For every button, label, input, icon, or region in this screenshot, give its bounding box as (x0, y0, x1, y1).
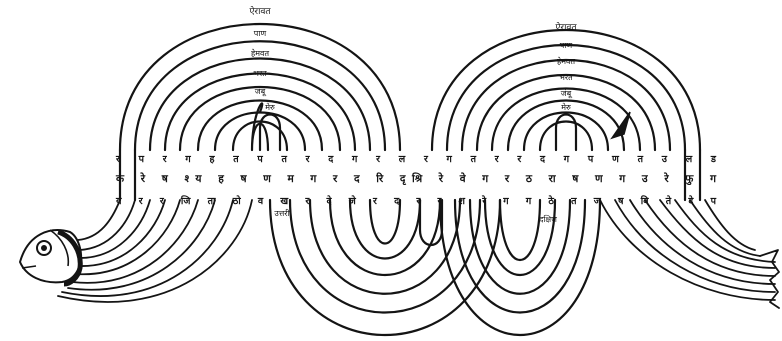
fish-head-icon (20, 230, 81, 284)
left-arch-label-3: हेमवत (251, 48, 269, 58)
left-arch-inner (260, 115, 280, 151)
right-arch-inner (556, 115, 576, 151)
tail-strand-6 (675, 200, 775, 262)
side-label-left: उत्तरी (274, 208, 290, 218)
valley-band-5 (350, 200, 420, 259)
valley-band-2 (290, 200, 480, 313)
neck-strand-8 (62, 200, 233, 296)
tail-strand-3 (630, 200, 775, 284)
letter-row-top: र प र ग ह त प त र द ग र ल र ग त र र द ग … (115, 154, 717, 165)
neck-strand-2 (80, 200, 135, 250)
arrow-marker-icon (612, 112, 630, 138)
right-arch-label-6: मेरु (561, 102, 571, 112)
right-arch-label-4: भरत (559, 73, 573, 82)
letter-rows: र प र ग ह त प त र द ग र ल र ग त र र द ग … (115, 154, 717, 207)
right-arch-band-7 (524, 113, 608, 151)
left-arch-label-1: ऐरावत (249, 5, 271, 17)
letter-row-bottom: य र र जि ता ठो व ख र दे जे र द र र श रे … (115, 195, 717, 207)
valley-band-3 (310, 200, 460, 294)
valley-band-4 (330, 200, 440, 275)
neck-strand-4 (78, 200, 165, 266)
left-arch-label-4: भरत (253, 69, 267, 78)
right-arch-label-1: ऐरावत (555, 21, 577, 33)
right-arch-label-2: पाण (560, 41, 573, 50)
right-arch-label-3: हेमवत (557, 56, 575, 66)
right-arch-labels: ऐरावत पाण हेमवत भरत जंबू मेरु (555, 21, 577, 112)
right-arch-band-8 (540, 122, 592, 151)
left-arch-label-6: मेरु (265, 102, 275, 112)
left-arch-label-2: पाण (254, 29, 267, 38)
neck-strands (58, 200, 252, 302)
valley-band-r5 (500, 200, 540, 260)
left-arch-label-5: जंबू (255, 87, 268, 97)
eye-pupil (41, 245, 47, 251)
side-label-right: दक्षिण (539, 214, 557, 224)
neck-strand-6 (72, 200, 198, 283)
neck-strand-1 (78, 200, 120, 240)
tail-strand-8 (705, 200, 755, 250)
right-tail-strands (600, 200, 779, 308)
valley-band-r2 (455, 200, 585, 313)
right-arch-label-5: जंबू (561, 89, 574, 99)
letter-row-middle: क रे ष श्य ह ष ण म ग र द रि दृश्रि रे वे… (115, 172, 717, 186)
neck-strand-3 (80, 200, 150, 258)
